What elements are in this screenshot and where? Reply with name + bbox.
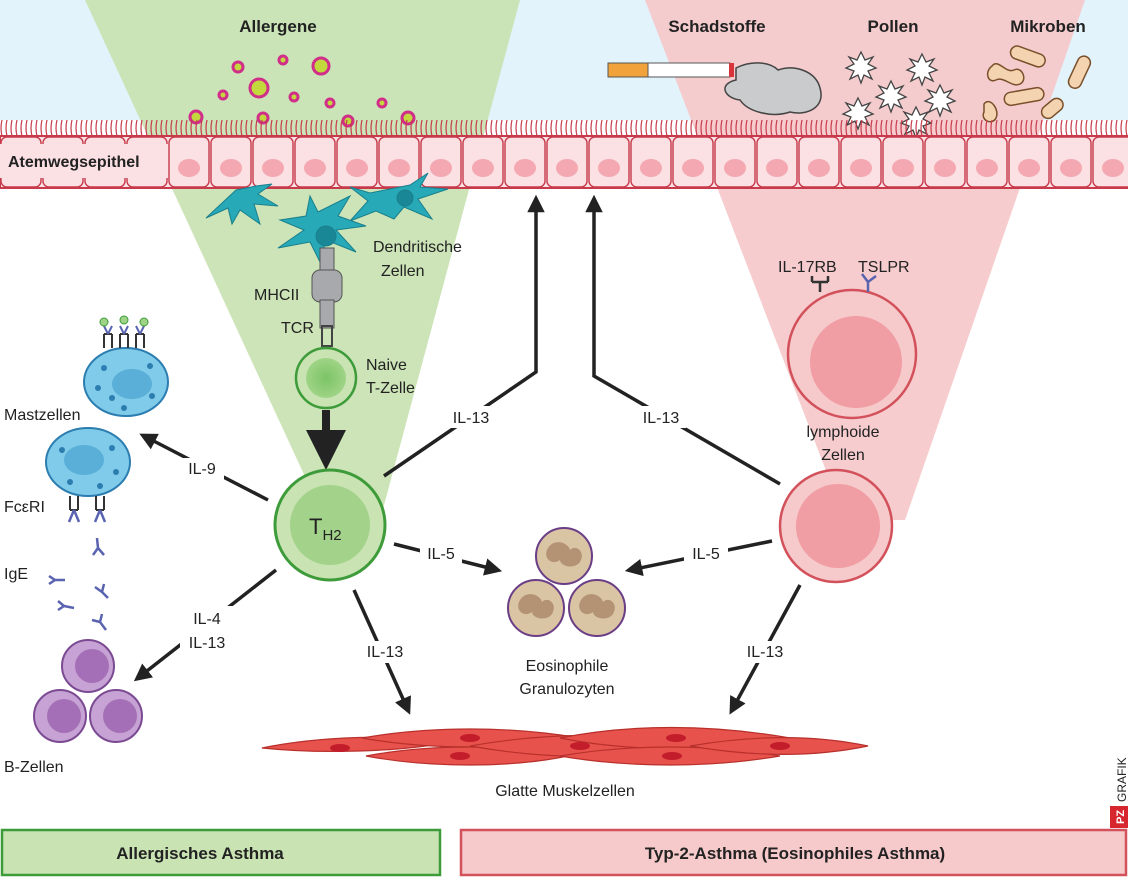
mastzellen-label: Mastzellen — [4, 407, 80, 424]
epithelial-nucleus — [808, 159, 830, 177]
epithelial-nucleus — [640, 159, 662, 177]
epithelial-nucleus — [178, 159, 200, 177]
pollen-particles — [841, 50, 957, 140]
epithelial-nucleus — [682, 159, 704, 177]
il13-muscle-right-label: IL-13 — [747, 644, 784, 661]
allergen-particles — [188, 54, 416, 128]
epithelial-nucleus — [556, 159, 578, 177]
epithelial-nucleus — [766, 159, 788, 177]
header-pollen: Pollen — [867, 17, 918, 36]
eos-label-2: Granulozyten — [519, 681, 614, 698]
credit-badge: PZ GRAFIK — [1110, 757, 1128, 828]
epithelial-nucleus — [304, 159, 326, 177]
epithelial-nucleus — [1060, 159, 1082, 177]
arrow-lymphoid-to-epithel — [585, 194, 781, 486]
il4-label: IL-4 — [193, 611, 221, 628]
footer-left-label: Allergisches Asthma — [116, 844, 284, 863]
cilia-strands — [0, 119, 1128, 137]
il13-muscle-left-label: IL-13 — [367, 644, 404, 661]
epithelial-nucleus — [430, 159, 452, 177]
epithelial-nucleus — [388, 159, 410, 177]
il17rb-label: IL-17RB — [778, 259, 837, 276]
epithelial-nucleus — [976, 159, 998, 177]
credit-text: GRAFIK — [1115, 757, 1128, 802]
epithelial-nucleus — [1102, 159, 1124, 177]
muskel-label: Glatte Muskelzellen — [495, 783, 635, 800]
epithelial-nucleus — [472, 159, 494, 177]
il13-b-label: IL-13 — [189, 635, 226, 652]
lymphoide-label-1: lymphoide — [807, 424, 880, 441]
il5-right-label: IL-5 — [692, 546, 720, 563]
epithelial-nucleus — [1018, 159, 1040, 177]
tslpr-label: TSLPR — [858, 259, 910, 276]
mast-cell-top — [83, 315, 169, 417]
bzellen-label: B-Zellen — [4, 759, 64, 776]
th2-label: TH2 — [309, 514, 342, 544]
epithelium-label-box — [0, 144, 168, 178]
il9-label: IL-9 — [188, 461, 216, 478]
eos-label-1: Eosinophile — [526, 658, 609, 675]
epithelial-nucleus — [598, 159, 620, 177]
credit-mark: PZ — [1115, 810, 1127, 824]
ige-antibodies — [48, 537, 109, 631]
b-cells — [33, 639, 143, 743]
cigarette-icon — [607, 62, 822, 116]
type2-funnel — [645, 0, 1085, 520]
dendritic-label-2: Zellen — [381, 263, 425, 280]
epithelial-nucleus — [934, 159, 956, 177]
mhc-tcr-complex — [311, 247, 343, 347]
mast-cell-bottom — [45, 427, 131, 523]
epithelial-nucleus — [892, 159, 914, 177]
epithelial-nucleus — [262, 159, 284, 177]
fceri-label: FcεRI — [4, 499, 45, 516]
epithelial-nucleus — [724, 159, 746, 177]
cytokine-labels: IL-13 IL-13 IL-9 IL-5 IL-5 IL-4 IL-13 IL… — [180, 406, 790, 663]
lymphoid-cell-top — [786, 273, 918, 420]
footer-right-label: Typ-2-Asthma (Eosinophiles Asthma) — [645, 844, 945, 863]
lymphoide-label-2: Zellen — [821, 447, 865, 464]
header-mikroben: Mikroben — [1010, 17, 1086, 36]
footer-left-box: Allergisches Asthma — [0, 828, 442, 877]
microbe-particles — [982, 45, 1092, 123]
il5-left-label: IL-5 — [427, 546, 455, 563]
naive-label-2: T-Zelle — [366, 380, 415, 397]
smooth-muscle-cells — [261, 726, 869, 766]
epithelial-nucleus — [850, 159, 872, 177]
airway-epithelium — [0, 119, 1128, 189]
ige-label: IgE — [4, 566, 28, 583]
tcr-label: TCR — [281, 320, 314, 337]
epithelial-nucleus — [220, 159, 242, 177]
th2-cell — [273, 468, 387, 582]
epithelial-nucleus — [514, 159, 536, 177]
epithelial-nucleus — [346, 159, 368, 177]
naive-label-1: Naive — [366, 357, 407, 374]
eosinophils — [507, 527, 626, 637]
footer-right-box: Typ-2-Asthma (Eosinophiles Asthma) — [459, 828, 1128, 877]
il13-right-up: IL-13 — [643, 410, 680, 427]
lymphoid-cell-bottom — [778, 468, 894, 584]
mhc-label: MHCII — [254, 287, 299, 304]
epithelium-cells — [0, 136, 1128, 188]
epithelium-label: Atemwegsepithel — [8, 154, 140, 171]
naive-t-cell — [294, 346, 358, 410]
dendritic-cells — [205, 172, 449, 264]
epithelium-cilia — [0, 119, 1128, 137]
dendritic-label-1: Dendritische — [373, 239, 462, 256]
arrow-th2-to-epithel — [383, 194, 545, 478]
il13-left-up: IL-13 — [453, 410, 490, 427]
header-schadstoffe: Schadstoffe — [668, 17, 765, 36]
header-allergene: Allergene — [239, 17, 316, 36]
allergic-funnel — [85, 0, 520, 520]
